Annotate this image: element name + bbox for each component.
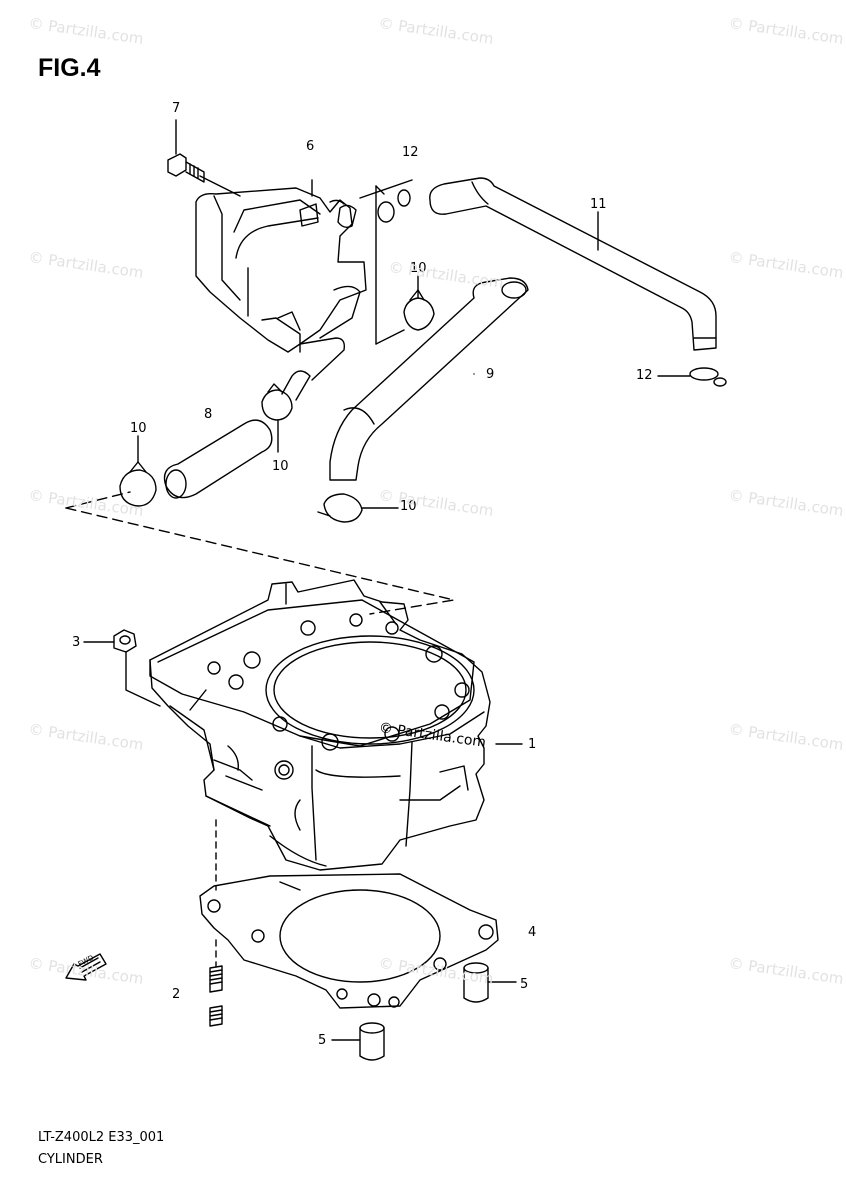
bolt-7 [167,119,205,183]
callout-10-mid: 10 [272,459,289,474]
cylinder-block-1 [149,579,491,871]
dashed-leader [65,491,455,615]
hose-9 [329,277,529,481]
dowel-pin-5-left [331,1022,385,1061]
figure-title: FIG.4 [38,54,101,82]
hose-clamp-10-left [119,435,157,507]
hose-11 [429,177,717,351]
nut-3 [83,629,161,707]
drawing-code: LT-Z400L2 E33_001 [38,1130,165,1145]
callout-5-left: 5 [318,1033,327,1048]
callout-10-left: 10 [130,421,147,436]
callout-8: 8 [204,407,213,422]
callout-2: 2 [172,987,181,1002]
hose-clamp-10-low [317,493,399,523]
callout-5-right: 5 [520,977,529,992]
callout-7: 7 [172,101,181,116]
leader-bracket-valve [375,185,405,345]
callout-10-low: 10 [400,499,417,514]
o-ring-12-upper [359,179,413,223]
callout-4: 4 [528,925,537,940]
front-arrow-icon [65,953,107,981]
callout-12-lower: 12 [636,368,653,383]
o-ring-12-lower [657,367,727,387]
dowel-pin-5-right [463,962,517,1003]
callout-11: 11 [590,197,607,212]
hose-clamp-10-upper [403,275,435,331]
callout-3: 3 [72,635,81,650]
callout-6: 6 [306,139,315,154]
callout-12-upper: 12 [402,145,419,160]
callout-1: 1 [528,737,537,752]
cylinder-gasket-4 [199,873,499,1009]
callout-9: 9 [486,367,495,382]
air-valve-6 [195,175,367,353]
callout-10-upper: 10 [410,261,427,276]
hose-clamp-10-mid [261,383,293,453]
drawing-name: CYLINDER [38,1152,103,1167]
stud-2 [209,819,223,1027]
hose-8 [163,337,346,499]
